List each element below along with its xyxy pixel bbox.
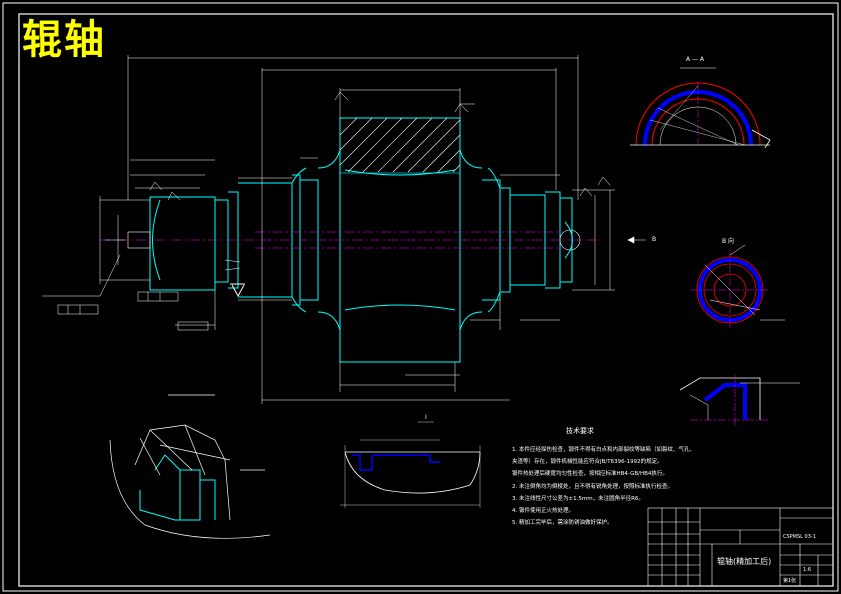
tech-note: 4. 锻件使用正火热处理。 xyxy=(512,508,574,515)
tech-note: 夹渣等）存在，锻件机械性能应符合JB/T6396-1992的规定。 xyxy=(512,459,663,466)
view-b-label: B 向 xyxy=(722,238,735,245)
tech-note: 3. 未注线性尺寸公差为±1.5mm，未注圆角半径R6。 xyxy=(512,495,644,502)
detail-profile xyxy=(340,421,481,508)
inner-border xyxy=(18,13,834,587)
detail-i-label: I xyxy=(425,414,427,421)
detail-right xyxy=(679,375,800,425)
title-block-sheet: 第1张 xyxy=(783,578,797,584)
title-block-scale: 1:6 xyxy=(803,567,812,573)
centerlines xyxy=(100,231,600,249)
title-block-drawing-no: CSPMSL 03-1 xyxy=(783,534,816,540)
roughness-marks xyxy=(149,91,611,197)
dimension-lines-main xyxy=(99,55,615,404)
arrow-b xyxy=(627,236,646,244)
detail-i xyxy=(109,394,271,539)
title-block xyxy=(647,507,834,587)
section-a-a xyxy=(630,67,771,149)
drawing-title: 辊轴 xyxy=(22,17,106,63)
tech-note: 锻件热处理后硬度均匀性检查，按相应标准HB4-GB/HB4执行。 xyxy=(512,471,668,478)
view-b xyxy=(690,244,785,330)
annotations-left xyxy=(42,191,241,331)
tech-note: 1. 本件应经探伤检查，锻件不得有白点和内部裂纹等缺陷（如裂纹、气孔、 xyxy=(512,447,695,453)
title-block-part-name: 辊轴(精加工后) xyxy=(717,557,772,566)
tech-requirements-title: 技术要求 xyxy=(566,427,594,435)
tech-requirements-list: 1. 本件应经探伤检查，锻件不得有白点和内部裂纹等缺陷（如裂纹、气孔、 夹渣等）… xyxy=(512,444,762,529)
arrow-b-label: B xyxy=(652,236,657,243)
tech-note: 2. 未注倒角均为倒棱处，且不得有锐角处理，按照标准执行检查。 xyxy=(512,483,673,490)
body-hatch xyxy=(339,117,461,174)
section-a-a-label: A — A xyxy=(686,56,705,63)
tech-note: 5. 精加工完毕后，需涂防锈油做好保护。 xyxy=(512,520,613,527)
